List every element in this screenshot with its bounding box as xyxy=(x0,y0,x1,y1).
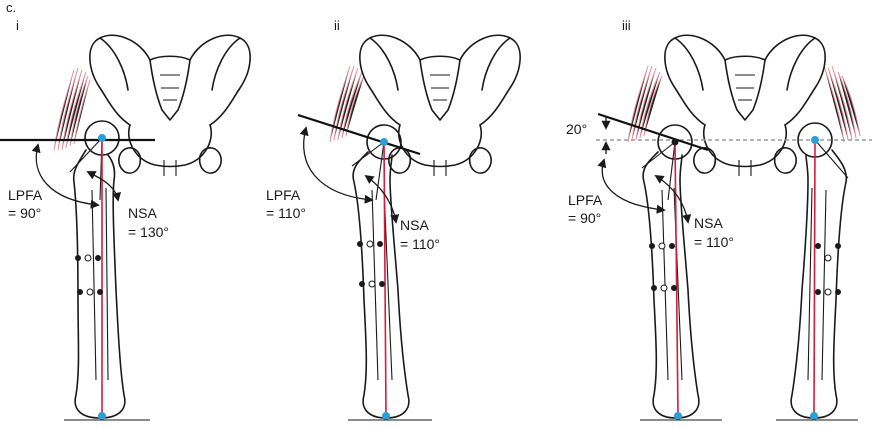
panel-i-lpfa-value: = 90° xyxy=(8,205,41,221)
panel-ii-nsa-label: NSA xyxy=(400,217,429,233)
panel-iii-nsa-arrow xyxy=(654,175,692,224)
panel-iii-pin xyxy=(660,284,668,292)
panel-i-pin xyxy=(86,288,94,296)
panel-iii-lpfa-value: = 90° xyxy=(568,210,601,226)
panel-i-lpfa-label: LPFA xyxy=(8,187,43,203)
panel-iii-lpfa-label: LPFA xyxy=(568,192,603,208)
panel-iii-pin xyxy=(824,254,832,262)
panel-iii-right-knee-center xyxy=(810,412,818,420)
panel-ii-nsa-value: = 110° xyxy=(400,236,440,252)
panel-iii-nsa-value: = 110° xyxy=(694,234,734,250)
panel-iii-pelvis xyxy=(664,34,826,177)
panel-ii-roman: ii xyxy=(334,18,340,33)
panel-i-hip-center xyxy=(98,134,106,142)
panel-iii-pin xyxy=(824,288,832,296)
panel-ii-pin xyxy=(379,281,385,287)
panel-iii-lpfa-arrow xyxy=(597,158,666,214)
panel-iii-pin xyxy=(835,243,841,249)
panel-ii-pin xyxy=(377,241,383,247)
panel-ii-knee-center xyxy=(382,412,390,420)
panel-iii-left-hip-center xyxy=(671,138,679,146)
panel-iii-pin xyxy=(651,285,657,291)
panel-ii-pin xyxy=(368,280,376,288)
panel-iii-right-femur-cortex xyxy=(807,187,827,381)
panel-ii-reference-line xyxy=(297,113,421,156)
panel-ii-pin xyxy=(359,281,365,287)
panel-i-roman: i xyxy=(16,18,19,33)
panel-ii: ii LPFA = 110° NSA = 110° xyxy=(266,18,521,421)
panel-i-nsa-value: = 130° xyxy=(128,224,169,240)
panel-iii-pin xyxy=(658,242,666,250)
panel-i-nsa-label: NSA xyxy=(128,205,157,221)
panel-i-pelvis xyxy=(89,34,251,177)
panel-i-lpfa-arrow xyxy=(31,143,100,209)
panel-iii-left-knee-center xyxy=(674,412,682,420)
panel-ii-mechanical-axis xyxy=(383,141,387,417)
panel-ii-pin xyxy=(366,240,374,248)
panel-i-femur xyxy=(72,149,126,419)
panel-i-pin xyxy=(75,255,81,261)
panel-ii-nsa-arrow xyxy=(364,174,400,224)
figure-label: c. xyxy=(6,0,16,15)
panel-ii-lpfa-arrow xyxy=(299,126,374,204)
panel-ii-lpfa-value: = 110° xyxy=(266,205,306,221)
panel-iii-roman: iii xyxy=(622,18,631,33)
panel-ii-hip-center xyxy=(380,138,388,146)
panel-iii-tilt-value: 20° xyxy=(566,121,587,137)
panel-iii-left-femur-cortex xyxy=(661,187,683,381)
panel-iii-pin xyxy=(835,289,841,295)
panel-i-pin xyxy=(84,254,92,262)
panel-i: i xyxy=(0,18,251,421)
panel-iii-right-femur xyxy=(790,149,848,419)
panel-iii-muscle-right xyxy=(823,65,861,143)
panel-ii-pin xyxy=(357,241,363,247)
panel-iii-pin xyxy=(815,289,821,295)
panel-iii-right-neck-axis xyxy=(814,139,849,179)
panel-ii-lpfa-label: LPFA xyxy=(266,187,301,203)
panel-iii-right-mechanical-axis xyxy=(813,139,816,417)
panel-iii-reference-line xyxy=(597,112,709,152)
panel-iii-muscle-left xyxy=(627,65,663,143)
panel-i-knee-center xyxy=(98,412,106,420)
panel-iii-nsa-label: NSA xyxy=(694,215,723,231)
panel-i-pin xyxy=(97,289,103,295)
panel-i-pin xyxy=(95,255,101,261)
panel-i-femur-cortex xyxy=(91,187,109,381)
panel-i-pin xyxy=(77,289,83,295)
panel-iii-left-femur xyxy=(642,151,700,419)
panel-iii-pin xyxy=(669,243,675,249)
panel-iii-right-hip-center xyxy=(811,136,819,144)
panel-iii-pin xyxy=(649,243,655,249)
panel-i-nsa-arrow xyxy=(86,171,122,202)
panel-iii-pin xyxy=(671,285,677,291)
panel-iii: iii xyxy=(566,18,872,421)
panel-iii-pin xyxy=(815,243,821,249)
